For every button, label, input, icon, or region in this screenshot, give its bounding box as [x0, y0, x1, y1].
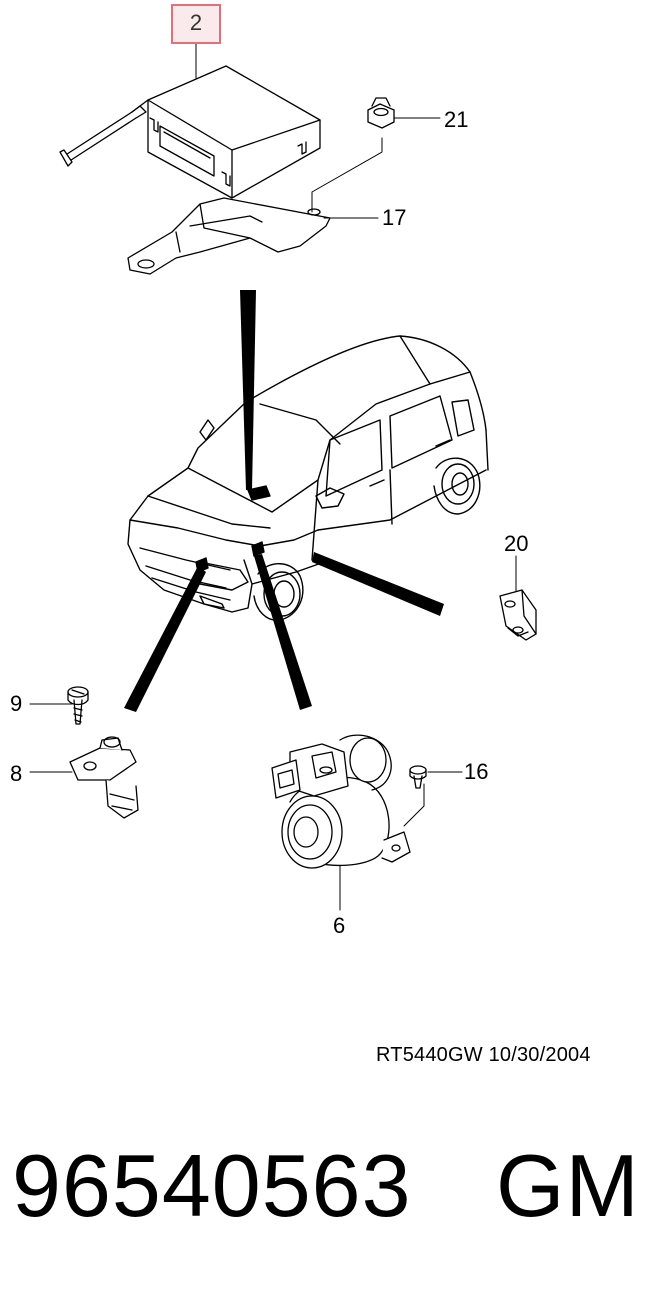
callout-16[interactable]: 16 — [464, 759, 489, 784]
control-module — [59, 65, 321, 199]
callout-21[interactable]: 21 — [444, 107, 469, 132]
callout-9[interactable]: 9 — [10, 691, 23, 716]
nut-21 — [367, 97, 395, 129]
location-pointers — [124, 290, 444, 712]
car-illustration — [127, 335, 489, 621]
callout-6[interactable]: 6 — [333, 913, 346, 938]
screw-16 — [409, 765, 427, 789]
drawing-code-label: RT5440GW 10/30/2004 — [376, 1044, 591, 1066]
callout-20[interactable]: 20 — [504, 531, 529, 556]
small-bracket-20 — [499, 589, 537, 641]
leader-lines — [29, 43, 517, 911]
switch-8 — [69, 736, 139, 819]
brand-label: GM — [496, 1136, 640, 1235]
screw-9 — [67, 686, 89, 725]
siren-6 — [271, 734, 411, 869]
callout-17[interactable]: 17 — [382, 205, 407, 230]
callout-2[interactable]: 2 — [171, 4, 221, 44]
part-number: 96540563 — [12, 1136, 412, 1235]
callout-8[interactable]: 8 — [10, 761, 23, 786]
module-bracket — [127, 197, 331, 275]
